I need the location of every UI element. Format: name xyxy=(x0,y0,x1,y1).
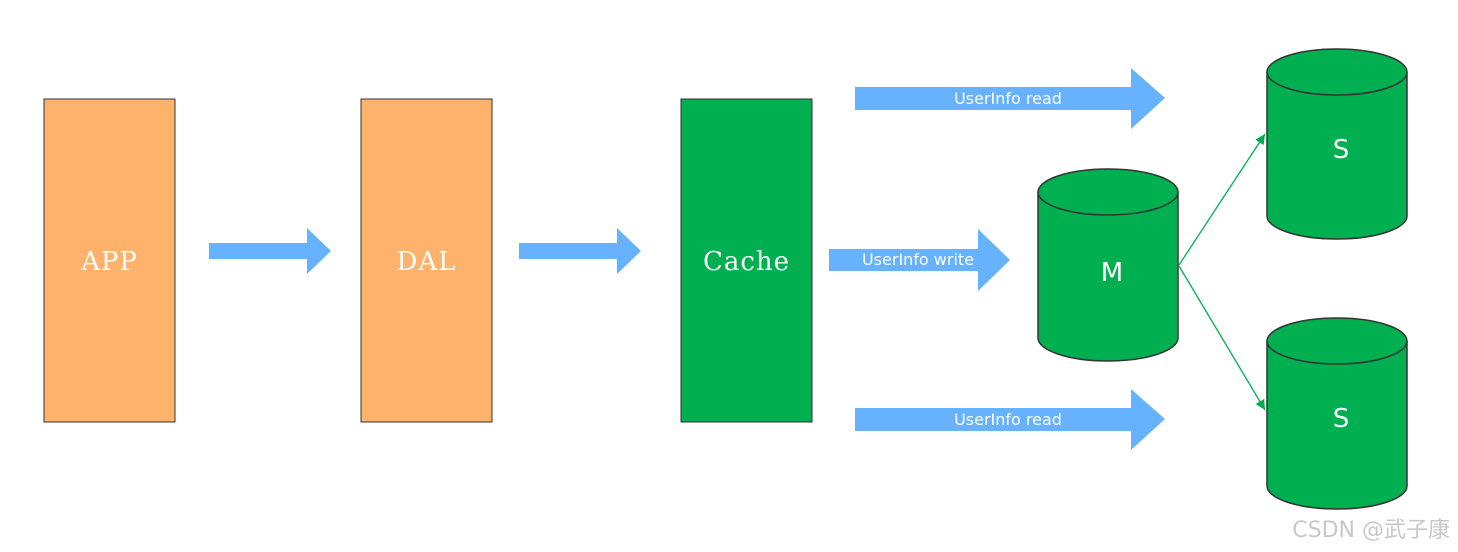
arrow-read-top-label: UserInfo read xyxy=(954,89,1062,108)
replication-line-bottom xyxy=(1178,265,1266,411)
watermark: CSDN @武子康 xyxy=(1292,518,1450,543)
app-node: APP xyxy=(43,98,176,423)
arrow-read-top: UserInfo read xyxy=(855,68,1165,129)
arrow-read-bottom-label: UserInfo read xyxy=(954,410,1062,429)
slave-db-top-label: S xyxy=(1333,135,1350,165)
dal-label: DAL xyxy=(397,247,457,277)
cache-label: Cache xyxy=(703,247,790,277)
arrow-write-label: UserInfo write xyxy=(862,250,974,269)
app-label: APP xyxy=(80,247,138,277)
replication-line-top xyxy=(1178,133,1266,266)
cache-node: Cache xyxy=(680,98,813,423)
slave-db-bottom: S xyxy=(1266,317,1408,510)
master-db: M xyxy=(1037,168,1179,362)
arrow-read-bottom: UserInfo read xyxy=(855,389,1165,450)
slave-db-top: S xyxy=(1266,48,1408,240)
master-db-label: M xyxy=(1101,258,1123,288)
slave-db-bottom-label: S xyxy=(1333,404,1350,434)
arrow-app-to-dal xyxy=(209,228,331,274)
dal-node: DAL xyxy=(360,98,493,423)
arrow-dal-to-cache xyxy=(519,228,641,274)
arrow-write: UserInfo write xyxy=(829,229,1010,291)
